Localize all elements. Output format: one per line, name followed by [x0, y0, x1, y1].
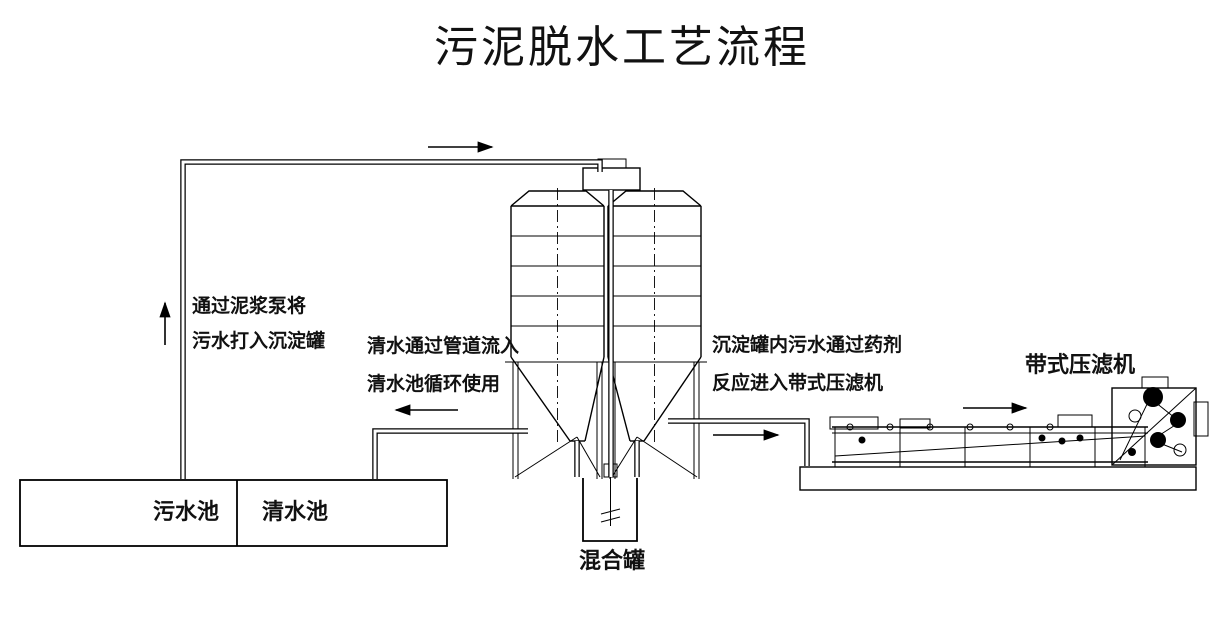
pump-note-line2: 污水打入沉淀罐: [192, 329, 325, 352]
sewage-pool-label: 污水池: [153, 499, 219, 524]
cone-outlet-pipes: [574, 441, 640, 477]
mixing-tank: [582, 463, 638, 542]
clean-water-note-line1: 清水通过管道流入: [367, 334, 519, 357]
reaction-note-line2: 反应进入带式压滤机: [712, 371, 883, 394]
press-feed-pipe: [668, 418, 810, 466]
pool-outline: [19, 479, 448, 547]
clean-water-pool-label: 清水池: [262, 499, 328, 524]
mixing-tank-label: 混合罐: [579, 548, 645, 573]
pipes: [180, 159, 810, 479]
settling-tank-left: [505, 188, 610, 479]
reaction-note-line1: 沉淀罐内污水通过药剂: [712, 333, 902, 356]
flow-arrows: [159, 141, 1028, 441]
clean-water-pipe: [372, 428, 528, 479]
annotations: 通过泥浆泵将 污水打入沉淀罐 清水通过管道流入 清水池循环使用 沉淀罐内污水通过…: [192, 294, 902, 395]
water-pools: [19, 479, 448, 547]
press-feed-box: [829, 416, 879, 430]
settling-tank-right: [602, 188, 707, 479]
diagram-title: 污泥脱水工艺流程: [434, 23, 810, 72]
equipment-labels: 带式压滤机 污水池 清水池 混合罐: [153, 352, 1135, 573]
main-feed-pipe: [180, 159, 603, 479]
press-roller-unit: [1111, 376, 1209, 466]
belt-filter-press: [829, 376, 1209, 467]
clean-water-note-line2: 清水池循环使用: [367, 372, 500, 395]
belt-press-platform: [799, 466, 1197, 491]
belt-press-label: 带式压滤机: [1025, 352, 1135, 377]
pump-note-line1: 通过泥浆泵将: [192, 294, 306, 317]
